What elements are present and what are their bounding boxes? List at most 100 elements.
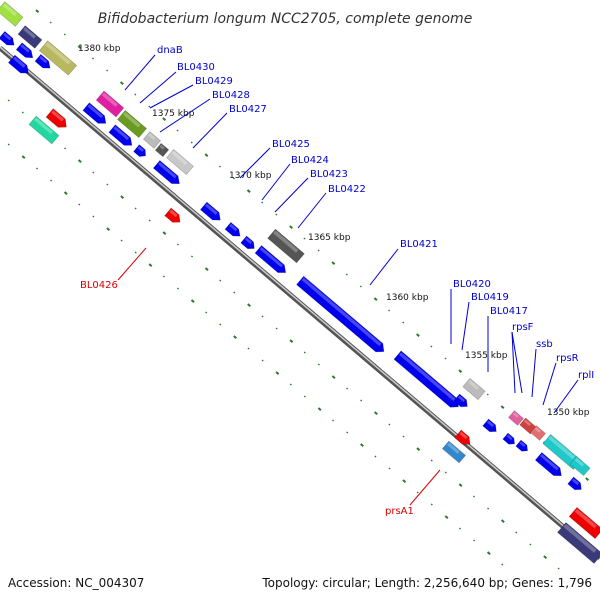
gene-label-bl0424: BL0424 [291,155,329,166]
guide-dash [106,227,111,231]
guide-dash [176,287,180,290]
guide-dash [332,419,335,422]
forward-gene [133,144,146,157]
guide-dash [92,215,95,218]
guide-dash [261,201,264,204]
reverse-feature [28,115,60,145]
guide-dash [148,263,153,267]
gene-label-bl0423: BL0423 [310,169,348,180]
forward-gene [82,102,107,124]
gene-label-bl0422: BL0422 [328,184,366,195]
guide-dash [529,543,532,546]
gene-label-bl0430: BL0430 [177,62,215,73]
guide-dash [120,195,125,199]
guide-dash [346,431,349,434]
gene-label-bl0428: BL0428 [212,90,250,101]
guide-dash [275,327,278,330]
guide-dash [21,155,26,159]
guide-dash [91,57,95,60]
gene-label-bl0419: BL0419 [471,292,509,303]
guide-dash [289,225,293,229]
guide-dash [77,159,82,163]
guide-dash [119,81,124,85]
guide-dash [134,93,137,96]
gene-label-ssb: ssb [536,339,553,350]
guide-dash [247,303,251,307]
guide-dash [247,347,250,350]
forward-gene [15,42,34,59]
guide-dash [64,147,67,150]
guide-dash [50,179,53,182]
forward-gene [240,235,255,250]
guide-dash [190,141,193,144]
feature-box [569,455,591,477]
guide-dash [346,387,349,390]
gene-label-bl0426: BL0426 [80,280,118,291]
guide-dash [500,405,505,409]
feature-box [462,377,486,401]
forward-gene [296,275,385,353]
guide-dash [444,357,447,360]
guide-dash [190,299,195,303]
forward-gene [515,439,528,452]
forward-gene [482,418,497,433]
genome-backbone [0,46,600,560]
feature-box [519,417,537,435]
forward-gene [108,124,133,146]
gene-label-rpli: rplI [578,370,594,381]
guide-dash [402,321,405,324]
guide-dash [78,203,81,206]
feature-box [508,410,524,426]
gene-label-bl0429: BL0429 [195,76,233,87]
guide-dash [162,231,167,235]
gene-label-bl0420: BL0420 [453,279,491,290]
feature-box [530,425,546,441]
guide-dash [35,9,40,13]
forward-gene [534,452,562,477]
accession-text: Accession: NC_004307 [8,576,144,590]
tick-label: 1375 kbp [152,109,195,119]
guide-dash [303,351,306,354]
gene-labels-bottom: BL0426 prsA1 [80,280,414,517]
feature-box [557,522,600,564]
bottom-label-leaders [117,247,441,506]
guide-dash [233,335,237,339]
guide-dash [49,21,52,24]
gene-label-rpsr: rpsR [556,353,579,364]
guide-dash [7,143,10,146]
genome-stats-text: Topology: circular; Length: 2,256,640 bp… [261,576,592,590]
forward-gene [224,221,241,237]
guide-dash [430,345,433,348]
forward-gene [567,476,582,491]
guide-dash [585,477,590,481]
guide-dash [120,239,123,242]
guide-dash [473,539,476,542]
forward-gene [0,30,15,46]
guide-dash [388,467,391,470]
guide-dash [219,279,222,282]
guide-dash [331,375,336,379]
guide-dash [444,515,449,519]
guide-dash [402,479,407,483]
guide-dash [374,455,377,458]
forward-gene [254,245,287,273]
guide-dash [543,555,548,559]
guide-dash [162,117,167,121]
guide-dash [148,105,151,108]
tick-label: 1365 kbp [308,233,351,243]
guide-dash [204,153,209,157]
feature-box [38,40,78,76]
guide-dash [275,213,278,216]
tick-label: 1380 kbp [78,44,121,54]
guide-dash [317,407,322,411]
tick-label: 1350 kbp [547,408,590,418]
feature-box [17,25,43,49]
gene-label-prsa1: prsA1 [385,506,414,517]
guide-dash [487,507,490,510]
guide-dash [303,395,306,398]
guide-dash [374,411,378,415]
guide-dash [345,273,348,276]
feature-box [568,506,600,540]
guide-dash [430,459,433,462]
guide-dash [148,219,151,222]
